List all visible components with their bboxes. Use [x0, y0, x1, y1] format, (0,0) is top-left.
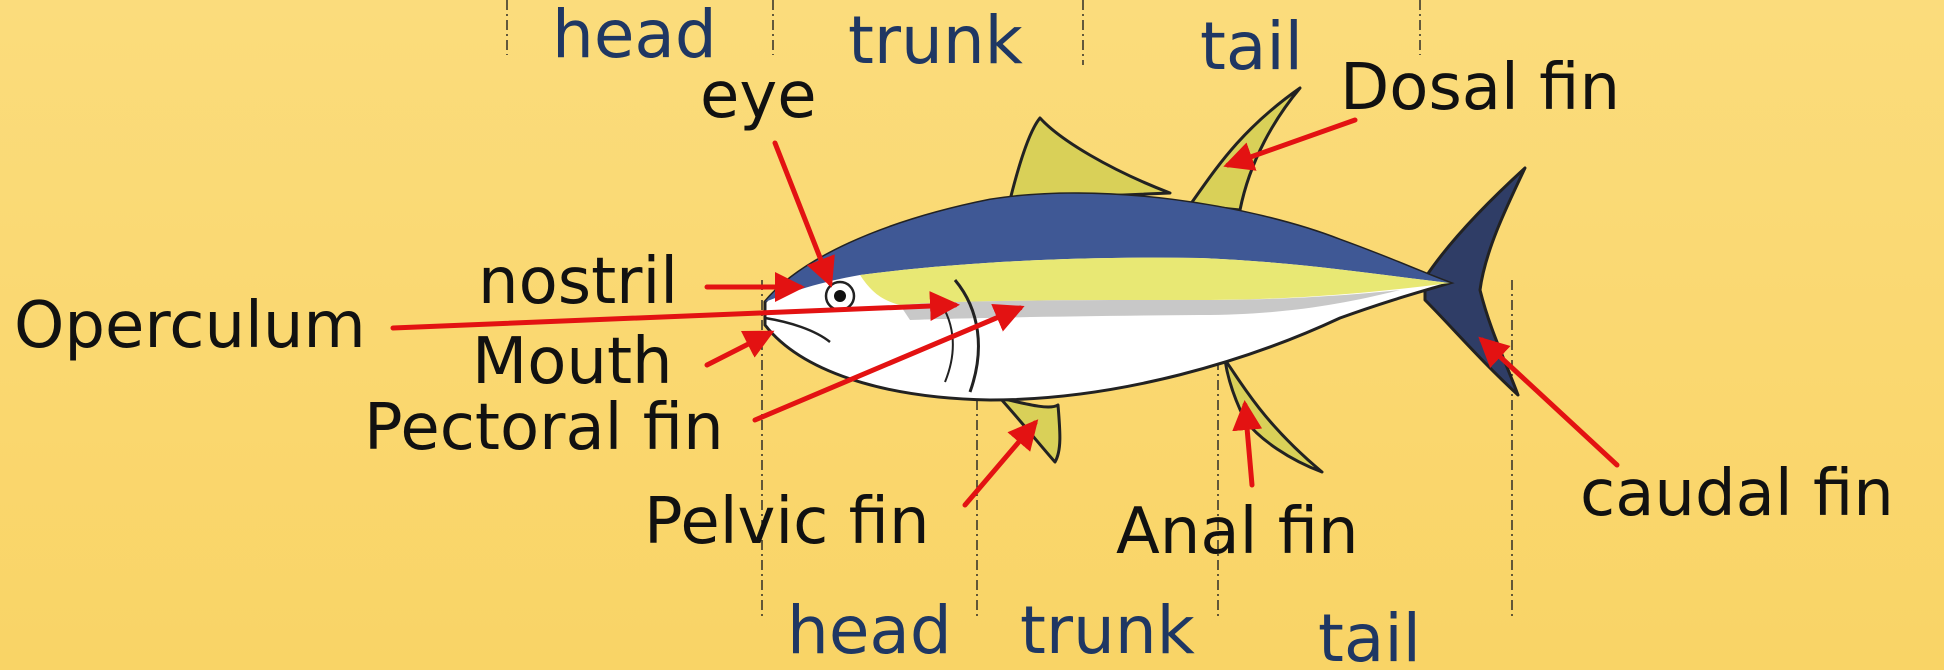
section-label-top-tail: tail — [1200, 14, 1303, 80]
section-label-top-head: head — [552, 2, 717, 68]
label-caudal-fin: caudal fin — [1580, 462, 1894, 526]
label-mouth: Mouth — [472, 330, 673, 394]
label-pectoral-fin: Pectoral fin — [364, 396, 724, 460]
label-dorsal-fin: Dosal fin — [1340, 56, 1620, 120]
section-label-top-trunk: trunk — [848, 8, 1023, 74]
arrow-caudal — [1482, 340, 1617, 465]
eye-pupil — [834, 290, 846, 302]
dorsal-fin-rear — [1190, 88, 1300, 210]
section-label-bottom-trunk: trunk — [1020, 598, 1195, 664]
label-eye: eye — [700, 64, 817, 128]
dorsal-fin-front — [1010, 118, 1170, 200]
anal-fin — [1225, 360, 1322, 472]
fish-body — [765, 194, 1450, 400]
arrow-eye — [775, 143, 830, 283]
label-operculum: Operculum — [14, 294, 366, 358]
arrow-pelvic — [965, 423, 1035, 505]
label-nostril: nostril — [478, 250, 678, 314]
label-pelvic-fin: Pelvic fin — [644, 490, 930, 554]
arrow-mouth — [707, 333, 770, 365]
section-label-bottom-tail: tail — [1318, 606, 1421, 670]
section-label-bottom-head: head — [787, 598, 952, 664]
label-anal-fin: Anal fin — [1116, 500, 1359, 564]
